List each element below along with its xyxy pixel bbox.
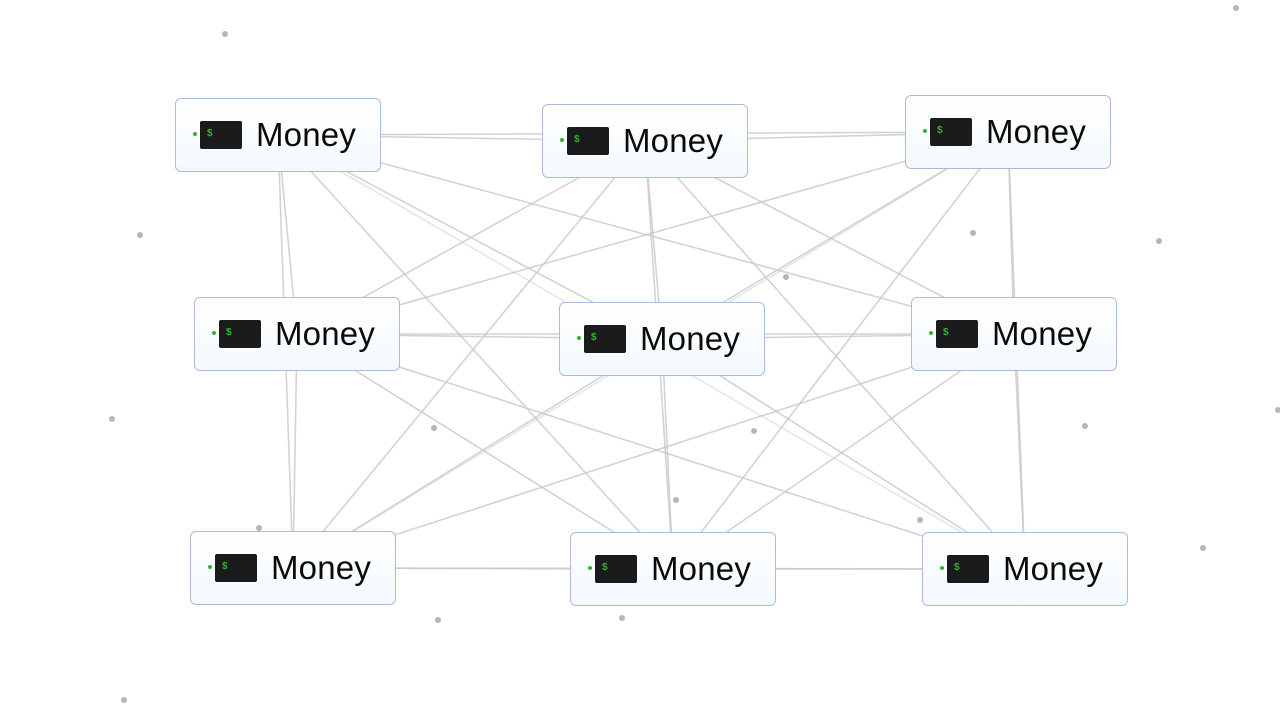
dollar-bill-icon: $	[939, 555, 989, 583]
node-label: Money	[274, 315, 376, 352]
money-node[interactable]: $ Money	[570, 532, 776, 606]
particle-dot	[121, 697, 127, 703]
particle-dot	[222, 31, 228, 37]
node-label: Money	[985, 113, 1087, 150]
money-node[interactable]: $ Money	[559, 302, 765, 376]
particle-dot	[970, 230, 976, 236]
node-label: Money	[622, 122, 724, 159]
node-label: Money	[991, 315, 1093, 352]
dollar-bill-icon: $	[211, 320, 261, 348]
particle-dot	[751, 428, 757, 434]
particle-dot	[137, 232, 143, 238]
node-label: Money	[1002, 550, 1104, 587]
dollar-bill-icon: $	[576, 325, 626, 353]
particle-dot	[431, 425, 437, 431]
particle-dot	[1082, 423, 1088, 429]
particle-dot	[619, 615, 625, 621]
node-label: Money	[255, 116, 357, 153]
particle-dot	[917, 517, 923, 523]
dollar-bill-icon: $	[922, 118, 972, 146]
particle-dot	[783, 274, 789, 280]
dollar-bill-icon: $	[207, 554, 257, 582]
money-node[interactable]: $ Money	[905, 95, 1111, 169]
money-node[interactable]: $ Money	[911, 297, 1117, 371]
node-label: Money	[650, 550, 752, 587]
money-node[interactable]: $ Money	[175, 98, 381, 172]
dollar-bill-icon: $	[587, 555, 637, 583]
particle-dot	[1275, 407, 1280, 413]
dollar-bill-icon: $	[559, 127, 609, 155]
money-node[interactable]: $ Money	[922, 532, 1128, 606]
dollar-bill-icon: $	[192, 121, 242, 149]
particle-dot	[256, 525, 262, 531]
particle-dot	[673, 497, 679, 503]
particle-dot	[1233, 5, 1239, 11]
dollar-bill-icon: $	[928, 320, 978, 348]
particle-dot	[1200, 545, 1206, 551]
particle-dot	[435, 617, 441, 623]
money-node[interactable]: $ Money	[542, 104, 748, 178]
particle-dot	[1156, 238, 1162, 244]
money-node[interactable]: $ Money	[190, 531, 396, 605]
node-label: Money	[270, 549, 372, 586]
money-node[interactable]: $ Money	[194, 297, 400, 371]
particle-dot	[109, 416, 115, 422]
node-label: Money	[639, 320, 741, 357]
